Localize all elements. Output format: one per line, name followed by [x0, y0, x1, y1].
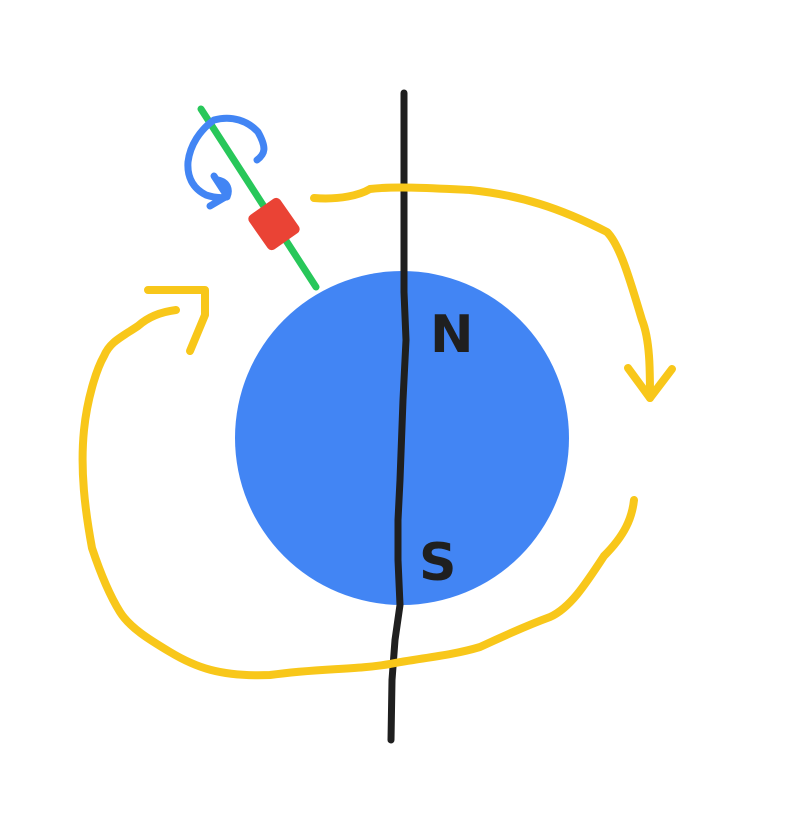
satellite [248, 197, 300, 251]
satellite-orbit-line [197, 105, 320, 291]
orbit-arrowhead-bottom-left [144, 286, 209, 355]
orbit-arrow-bottom-left [78, 306, 638, 680]
satellite-spin-arrowhead [206, 172, 231, 210]
orbit-arrow-top-right [310, 183, 654, 402]
north-label: N [430, 305, 474, 365]
axis-line [387, 89, 410, 744]
orbit-arrowhead-top-right [624, 364, 676, 402]
south-label: S [419, 533, 456, 593]
